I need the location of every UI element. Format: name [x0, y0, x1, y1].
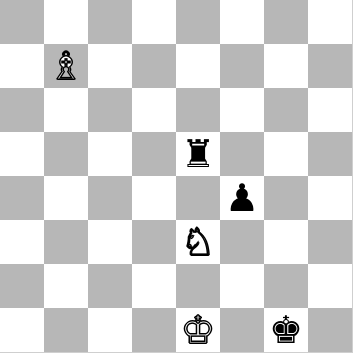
black-pawn-icon: ♟	[220, 176, 264, 220]
square-a2[interactable]	[0, 264, 44, 308]
square-e8[interactable]	[176, 0, 220, 44]
square-e5[interactable]: ♜	[176, 132, 220, 176]
square-h2[interactable]	[308, 264, 352, 308]
square-e1[interactable]: ♔	[176, 308, 220, 352]
square-c8[interactable]	[88, 0, 132, 44]
square-d2[interactable]	[132, 264, 176, 308]
square-e3[interactable]: ♘	[176, 220, 220, 264]
square-e7[interactable]	[176, 44, 220, 88]
square-d5[interactable]	[132, 132, 176, 176]
square-a1[interactable]	[0, 308, 44, 352]
black-king-icon: ♚	[264, 308, 308, 352]
square-g5[interactable]	[264, 132, 308, 176]
white-bishop-icon: ♗	[44, 44, 88, 88]
square-g8[interactable]	[264, 0, 308, 44]
square-g6[interactable]	[264, 88, 308, 132]
square-b1[interactable]	[44, 308, 88, 352]
square-d1[interactable]	[132, 308, 176, 352]
square-a5[interactable]	[0, 132, 44, 176]
white-king-icon: ♔	[176, 308, 220, 352]
square-f2[interactable]	[220, 264, 264, 308]
square-d4[interactable]	[132, 176, 176, 220]
square-h4[interactable]	[308, 176, 352, 220]
square-b2[interactable]	[44, 264, 88, 308]
square-c6[interactable]	[88, 88, 132, 132]
square-e4[interactable]	[176, 176, 220, 220]
square-d8[interactable]	[132, 0, 176, 44]
square-a7[interactable]	[0, 44, 44, 88]
square-h7[interactable]	[308, 44, 352, 88]
square-d3[interactable]	[132, 220, 176, 264]
square-f8[interactable]	[220, 0, 264, 44]
square-g4[interactable]	[264, 176, 308, 220]
square-d6[interactable]	[132, 88, 176, 132]
square-b5[interactable]	[44, 132, 88, 176]
square-a6[interactable]	[0, 88, 44, 132]
square-a3[interactable]	[0, 220, 44, 264]
square-f6[interactable]	[220, 88, 264, 132]
square-c7[interactable]	[88, 44, 132, 88]
square-b3[interactable]	[44, 220, 88, 264]
square-f4[interactable]: ♟	[220, 176, 264, 220]
square-g2[interactable]	[264, 264, 308, 308]
white-knight-icon: ♘	[176, 220, 220, 264]
square-g7[interactable]	[264, 44, 308, 88]
square-h1[interactable]	[308, 308, 352, 352]
square-h5[interactable]	[308, 132, 352, 176]
square-h3[interactable]	[308, 220, 352, 264]
square-b8[interactable]	[44, 0, 88, 44]
black-rook-icon: ♜	[176, 132, 220, 176]
square-c2[interactable]	[88, 264, 132, 308]
square-d7[interactable]	[132, 44, 176, 88]
square-f7[interactable]	[220, 44, 264, 88]
square-f1[interactable]	[220, 308, 264, 352]
square-f5[interactable]	[220, 132, 264, 176]
square-a8[interactable]	[0, 0, 44, 44]
square-g1[interactable]: ♚	[264, 308, 308, 352]
square-c3[interactable]	[88, 220, 132, 264]
square-b4[interactable]	[44, 176, 88, 220]
square-b7[interactable]: ♗	[44, 44, 88, 88]
square-h8[interactable]	[308, 0, 352, 44]
square-b6[interactable]	[44, 88, 88, 132]
square-c1[interactable]	[88, 308, 132, 352]
square-e2[interactable]	[176, 264, 220, 308]
square-f3[interactable]	[220, 220, 264, 264]
square-e6[interactable]	[176, 88, 220, 132]
square-g3[interactable]	[264, 220, 308, 264]
square-a4[interactable]	[0, 176, 44, 220]
square-c4[interactable]	[88, 176, 132, 220]
square-h6[interactable]	[308, 88, 352, 132]
square-c5[interactable]	[88, 132, 132, 176]
